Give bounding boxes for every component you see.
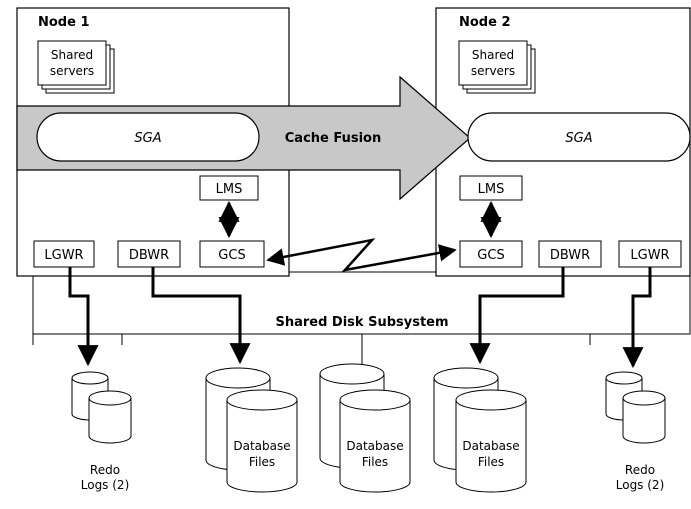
svg-text:Database: Database <box>462 439 519 453</box>
node2-gcs-label: GCS <box>477 248 504 263</box>
cache-fusion-label: Cache Fusion <box>285 131 381 146</box>
node1-sga-label: SGA <box>134 131 161 146</box>
node2-shared-servers: Shared servers <box>458 40 536 94</box>
node2-lms-box <box>459 175 523 201</box>
svg-text:Files: Files <box>362 455 388 469</box>
svg-text:Files: Files <box>249 455 275 469</box>
node2-lgwr-to-redo-arrow <box>622 267 652 369</box>
svg-text:Shared: Shared <box>51 48 93 62</box>
svg-text:servers: servers <box>50 64 94 78</box>
svg-text:Database: Database <box>233 439 290 453</box>
node1-lgwr-label: LGWR <box>44 248 83 263</box>
node1-dbwr-label: DBWR <box>129 248 169 263</box>
node2-sga <box>467 112 691 162</box>
node2-dbwr-box <box>538 240 602 268</box>
svg-text:Redo: Redo <box>625 463 655 477</box>
node1-lms-label: LMS <box>216 182 243 197</box>
database-files-2: Database Files <box>319 363 411 493</box>
shared-disk-label: Shared Disk Subsystem <box>275 315 448 330</box>
database-files-3: Database Files <box>433 367 527 493</box>
node2-gcs-box <box>459 240 523 268</box>
node2-dbwr-label: DBWR <box>550 248 590 263</box>
gcs-interconnect-arrow <box>266 238 457 272</box>
database-files-1: Database Files <box>205 367 298 493</box>
svg-text:Files: Files <box>478 455 504 469</box>
node1-lgwr-to-redo-arrow <box>68 267 99 367</box>
node1-shared-servers: Shared servers <box>37 40 115 94</box>
svg-text:Logs (2): Logs (2) <box>81 478 130 492</box>
node1-dbwr-box <box>117 240 181 268</box>
svg-text:Shared: Shared <box>472 48 514 62</box>
redo-logs-right: Redo Logs (2) <box>605 371 666 492</box>
redo-logs-left: Redo Logs (2) <box>71 371 132 492</box>
node1-gcs-label: GCS <box>218 248 245 263</box>
svg-text:servers: servers <box>471 64 515 78</box>
node1-lgwr-box <box>33 240 95 268</box>
svg-text:Logs (2): Logs (2) <box>616 478 665 492</box>
node2-lms-label: LMS <box>478 182 505 197</box>
node2-lgwr-label: LGWR <box>630 248 669 263</box>
node1-lms-box <box>199 175 259 201</box>
node1-dbwr-to-db-arrow <box>151 267 251 365</box>
svg-text:Database: Database <box>346 439 403 453</box>
node2-sga-label: SGA <box>565 131 592 146</box>
shared-disk-box <box>32 271 691 335</box>
svg-text:Redo: Redo <box>90 463 120 477</box>
node2-dbwr-to-db-arrow <box>469 267 565 365</box>
node1-title: Node 1 <box>38 15 90 30</box>
node2-title: Node 2 <box>459 15 511 30</box>
node1-sga <box>36 112 260 162</box>
node1-gcs-box <box>199 240 265 268</box>
